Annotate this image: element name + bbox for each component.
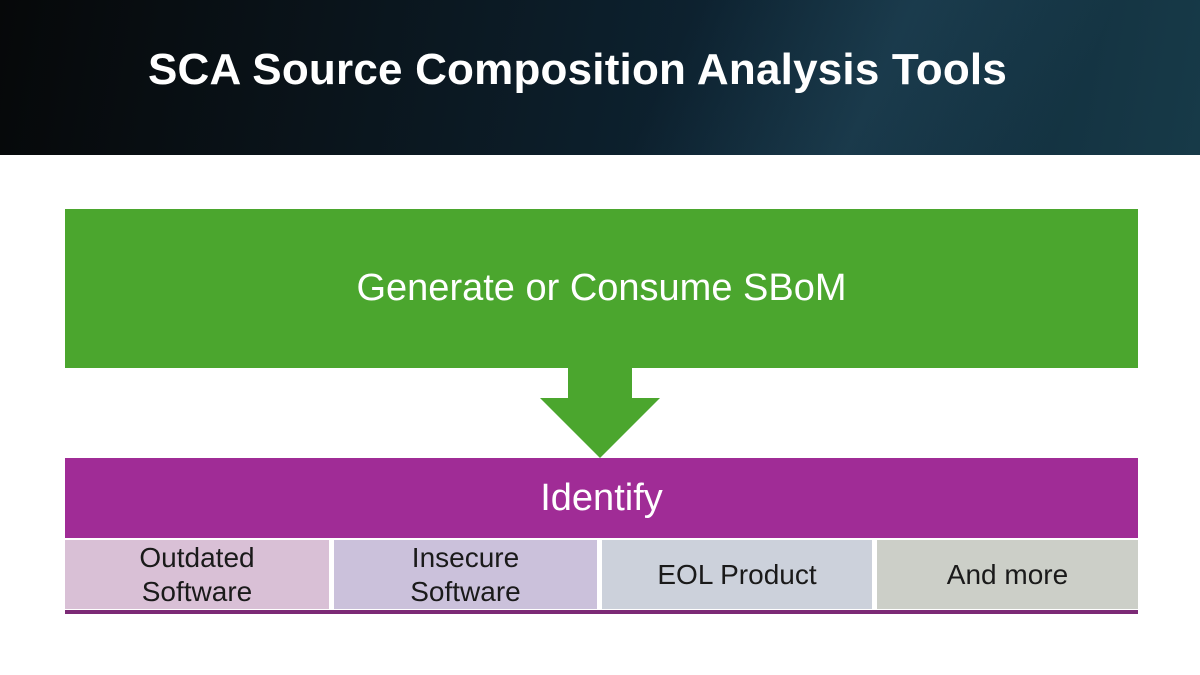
identify-box-label: Identify bbox=[540, 476, 663, 519]
sub-box-outdated-software: Outdated Software bbox=[65, 540, 329, 609]
sub-box-label: EOL Product bbox=[657, 558, 817, 590]
generate-box-label: Generate or Consume SBoM bbox=[356, 267, 847, 309]
identify-box: Identify bbox=[65, 458, 1138, 538]
sub-box-label: Outdated Software bbox=[139, 541, 255, 607]
sub-box-eol-product: EOL Product bbox=[602, 540, 872, 609]
slide-title: SCA Source Composition Analysis Tools bbox=[148, 45, 1007, 94]
sub-box-label: Insecure Software bbox=[410, 541, 521, 607]
bottom-divider-rule bbox=[65, 610, 1138, 614]
sub-box-and-more: And more bbox=[877, 540, 1138, 609]
sub-box-insecure-software: Insecure Software bbox=[334, 540, 597, 609]
sub-box-label: And more bbox=[946, 558, 1069, 590]
generate-or-consume-sbom-box: Generate or Consume SBoM bbox=[65, 209, 1138, 368]
slide-header-band: SCA Source Composition Analysis Tools bbox=[0, 0, 1200, 155]
down-arrow-icon bbox=[540, 368, 660, 459]
